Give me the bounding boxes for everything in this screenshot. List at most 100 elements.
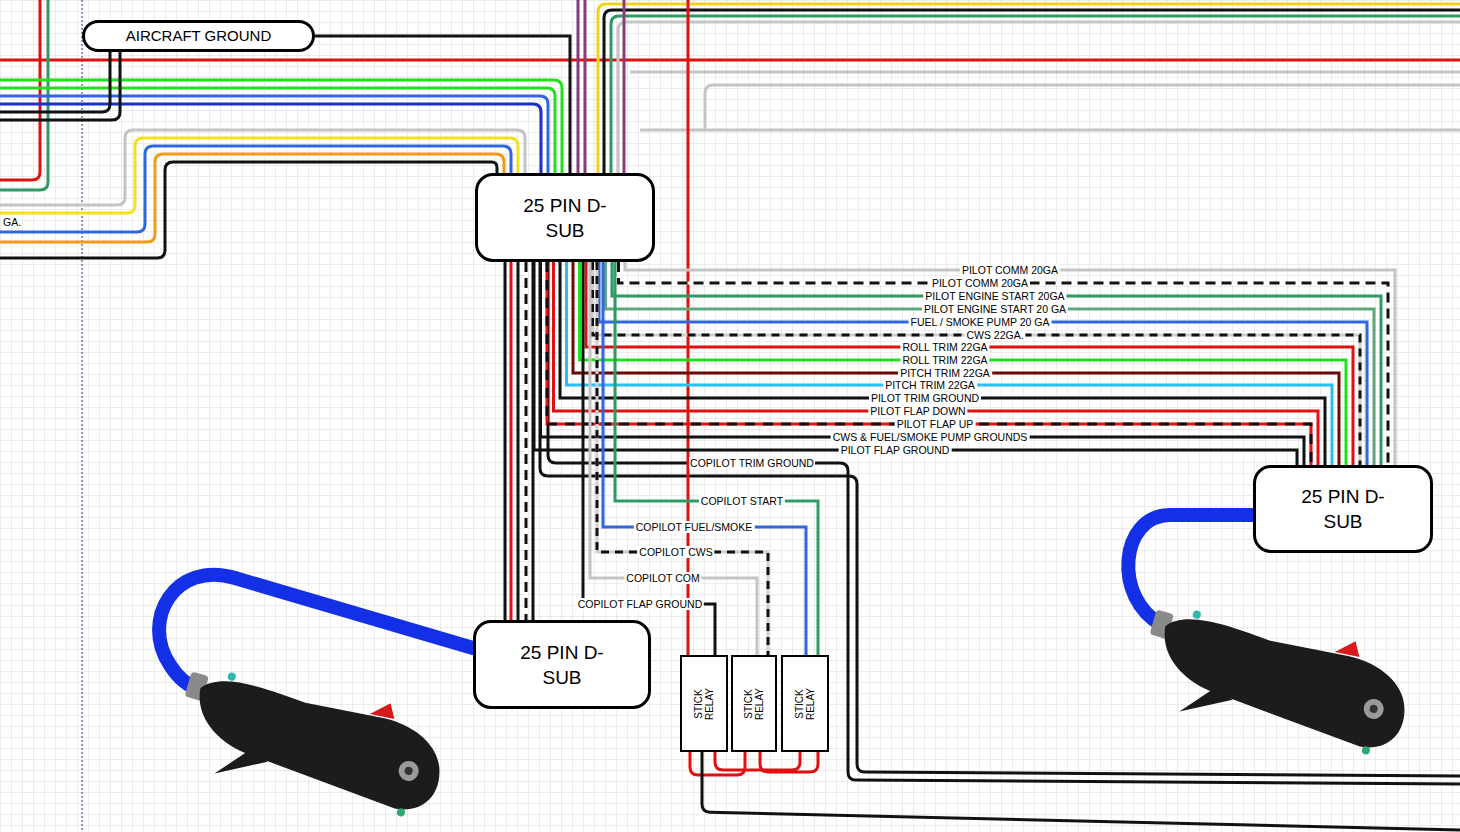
wire-label: PILOT FLAP DOWN <box>868 405 967 417</box>
connector-box: 25 PIN D- SUB <box>473 620 651 709</box>
wire <box>504 262 507 620</box>
wire <box>640 129 1460 132</box>
wire-group <box>625 262 1395 465</box>
grip-hat <box>1369 704 1379 714</box>
control-stick-grip <box>1131 586 1420 771</box>
control-stick-grip <box>166 648 455 832</box>
wire-base <box>547 262 1311 465</box>
grip-button <box>370 699 398 721</box>
wire-connector <box>534 262 1297 465</box>
wire <box>623 0 626 173</box>
wire <box>584 0 587 173</box>
wire-group <box>615 262 818 655</box>
wire-group <box>619 262 1389 465</box>
grip-button <box>1335 637 1363 659</box>
wire <box>760 752 818 772</box>
wire-connector <box>315 36 570 173</box>
wire-label: COPILOT FUEL/SMOKE <box>634 521 755 533</box>
wire-connector <box>541 262 1305 465</box>
wire <box>604 10 1460 173</box>
wire <box>525 262 528 620</box>
wire-group <box>580 262 1347 465</box>
wire-label: PILOT FLAP UP <box>895 418 976 430</box>
wire-label: PILOT FLAP GROUND <box>839 444 952 456</box>
box-label: 25 PIN D- SUB <box>1287 484 1399 534</box>
wire <box>0 59 1460 62</box>
box-label: 25 PIN D- SUB <box>509 193 621 243</box>
wire-group <box>534 262 1297 465</box>
relay-label: STICK RELAY <box>794 684 816 724</box>
connector-box: 25 PIN D- SUB <box>1253 465 1433 553</box>
wire-connector <box>567 262 1333 465</box>
grip-button <box>1361 745 1371 755</box>
wire <box>715 752 800 770</box>
grip-body <box>183 667 451 818</box>
wire-connector <box>606 262 1375 465</box>
wire-label: COPILOT COM <box>624 572 701 584</box>
relay-box: STICK RELAY <box>680 655 728 752</box>
wire <box>611 16 1460 173</box>
wire-label: PILOT COMM 20GA <box>930 277 1030 289</box>
wire-label: FUEL / SMOKE PUMP 20 GA <box>909 316 1052 328</box>
wire-label: ROLL TRIM 22GA <box>900 341 989 353</box>
wire-connector <box>625 262 1395 465</box>
wire-label: PILOT TRIM GROUND <box>869 392 981 404</box>
wire-connector <box>615 262 818 655</box>
stick-cable <box>1128 515 1253 625</box>
wire <box>618 22 1460 173</box>
wire <box>0 0 40 180</box>
wire-label: COPILOT CWS <box>637 546 714 558</box>
wire <box>598 4 1460 173</box>
signal-label: COPILOT TRIM GROUND <box>689 457 815 469</box>
wire-group <box>573 262 1339 465</box>
wire-group <box>593 262 1361 465</box>
relay-box: STICK RELAY <box>731 655 777 752</box>
wire-label: CWS & FUEL/SMOKE PUMP GROUNDS <box>831 431 1030 443</box>
wire <box>630 71 1460 74</box>
stick-cables <box>159 515 1421 832</box>
wire-group <box>547 262 1311 465</box>
wire-connector <box>619 262 1389 465</box>
wire-connector <box>560 262 1325 465</box>
stick-cable <box>159 575 473 690</box>
wire <box>702 752 1460 830</box>
wire <box>0 80 562 173</box>
wire <box>0 52 120 120</box>
wire <box>0 52 110 112</box>
wire-label: PILOT COMM 20GA <box>960 264 1060 276</box>
wire-label: PITCH TRIM 22GA <box>898 367 992 379</box>
box-label: AIRCRAFT GROUND <box>126 27 272 45</box>
wire <box>548 262 1460 784</box>
wire-group <box>560 262 1325 465</box>
wire-connector <box>554 262 1319 465</box>
wire-group <box>554 262 1319 465</box>
wire <box>0 138 518 213</box>
wire-group <box>606 262 1375 465</box>
wire <box>525 262 528 620</box>
wire-base <box>619 262 1389 465</box>
relay-label: STICK RELAY <box>743 684 765 724</box>
wire-connector <box>599 262 1367 465</box>
wire-connector <box>517 262 520 620</box>
relay-label: STICK RELAY <box>693 684 715 724</box>
wire-group <box>518 262 519 620</box>
wire <box>0 162 497 258</box>
wire-label: PILOT ENGINE START 20 GA <box>922 303 1068 315</box>
box-label: 25 PIN D- SUB <box>506 640 618 690</box>
grip-button <box>227 672 237 682</box>
wire-group <box>599 262 1367 465</box>
wire-label: COPILOT START <box>699 495 785 507</box>
wire <box>577 0 580 173</box>
grip-body <box>1148 605 1416 756</box>
wire <box>510 262 513 620</box>
wire-label: PILOT ENGINE START 20GA <box>923 290 1066 302</box>
wire-connector <box>593 262 1361 465</box>
wire-group <box>567 262 1333 465</box>
signal-label: GA. <box>2 216 22 228</box>
wire <box>705 85 1460 130</box>
